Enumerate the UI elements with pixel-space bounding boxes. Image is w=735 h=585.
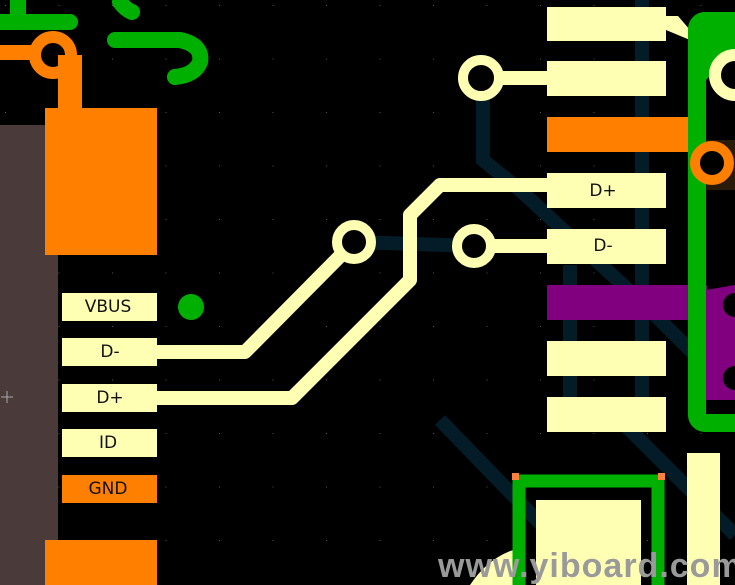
pin-label-vbus: VBUS: [85, 297, 132, 317]
via: [452, 224, 496, 268]
via: [332, 220, 376, 264]
via: [458, 55, 504, 101]
pin-label-id: ID: [99, 433, 117, 453]
vias[interactable]: [332, 55, 504, 268]
watermark: www.yiboard.com: [437, 547, 735, 585]
connector-shield-pads[interactable]: [0, 31, 157, 585]
silkscreen-outline-bottom: [512, 474, 665, 585]
silkscreen-outline-right: [688, 12, 735, 432]
usb-traces[interactable]: [150, 71, 550, 405]
pin-vbus: [62, 293, 157, 321]
silkscreen-top-left: [0, 0, 209, 85]
bottom-pad[interactable]: [536, 500, 641, 585]
ic-pad-dplus: [547, 173, 666, 208]
pin-label-dplus: D+: [96, 388, 123, 408]
ic-label-dminus: D-: [593, 236, 612, 256]
pin-gnd: [62, 475, 157, 503]
trace-dminus: [150, 237, 359, 359]
bottom-right-pad[interactable]: [687, 453, 720, 585]
origin-crosshair: [1, 391, 13, 403]
pin-dplus: [62, 384, 157, 412]
pin-dminus: [62, 338, 157, 366]
ic-pads[interactable]: [547, 7, 707, 432]
corner-marker: [512, 473, 519, 480]
trace-dplus: [150, 178, 550, 405]
pin-id: [62, 429, 157, 457]
via[interactable]: [709, 49, 735, 101]
silkscreen-dot: [178, 294, 204, 320]
connector-pins[interactable]: [62, 293, 157, 503]
pin-label-dminus: D-: [100, 342, 119, 362]
pin-label-gnd: GND: [89, 479, 128, 499]
ic-label-dplus: D+: [589, 181, 616, 201]
orange-via[interactable]: [690, 141, 734, 185]
corner-marker: [658, 473, 665, 480]
ic-pad-dminus: [547, 229, 666, 264]
